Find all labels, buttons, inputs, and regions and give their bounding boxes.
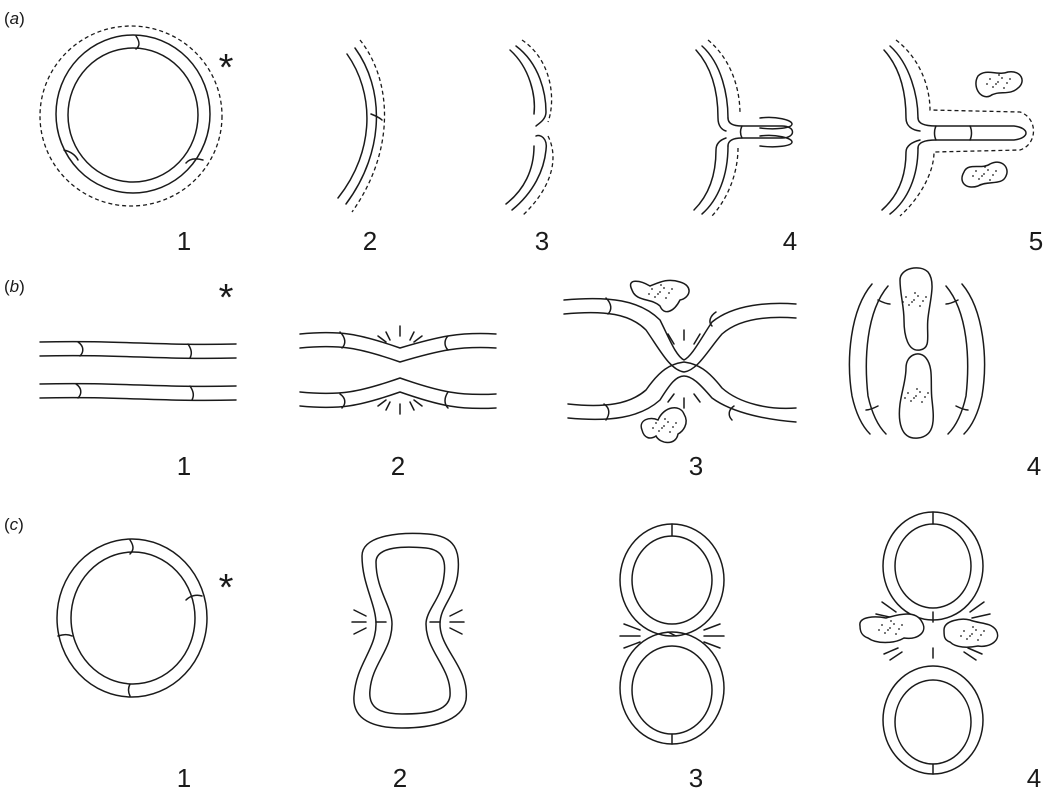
row-c: (c) * [4, 512, 1041, 793]
panel-c2-diagram [352, 533, 466, 728]
panel-number-a1: 1 [177, 226, 191, 256]
row-label-b: (b) [4, 277, 25, 296]
panel-number-b2: 2 [391, 451, 405, 481]
row-label-c: (c) [4, 515, 24, 534]
panel-c1-diagram [57, 539, 207, 697]
row-b: (b) * [4, 268, 1041, 481]
panel-number-c2: 2 [393, 763, 407, 793]
panel-number-a3: 3 [535, 226, 549, 256]
panel-a4-diagram [694, 40, 793, 216]
marker-asterisk-c: * [219, 567, 234, 609]
panel-number-b1: 1 [177, 451, 191, 481]
panel-b3-diagram [564, 280, 796, 442]
marker-asterisk-a: * [219, 47, 234, 89]
marker-asterisk-b: * [219, 277, 234, 319]
row-a: (a) * [4, 9, 1043, 256]
panel-number-c4: 4 [1027, 763, 1041, 793]
panel-b2-diagram [300, 326, 496, 414]
row-label-a: (a) [4, 9, 25, 28]
panel-a1-diagram [40, 26, 222, 206]
panel-b4-diagram [849, 268, 984, 438]
panel-number-b3: 3 [689, 451, 703, 481]
panel-number-a5: 5 [1029, 226, 1043, 256]
panel-c4-diagram [860, 512, 998, 774]
panel-number-a4: 4 [783, 226, 797, 256]
panel-a3-diagram [506, 40, 553, 216]
panel-a5-diagram [882, 40, 1034, 216]
panel-c3-diagram [620, 524, 724, 744]
panel-number-a2: 2 [363, 226, 377, 256]
panel-b1-diagram [40, 342, 236, 401]
panel-a2-diagram [338, 40, 385, 212]
panel-number-c3: 3 [689, 763, 703, 793]
panel-number-c1: 1 [177, 763, 191, 793]
panel-number-b4: 4 [1027, 451, 1041, 481]
